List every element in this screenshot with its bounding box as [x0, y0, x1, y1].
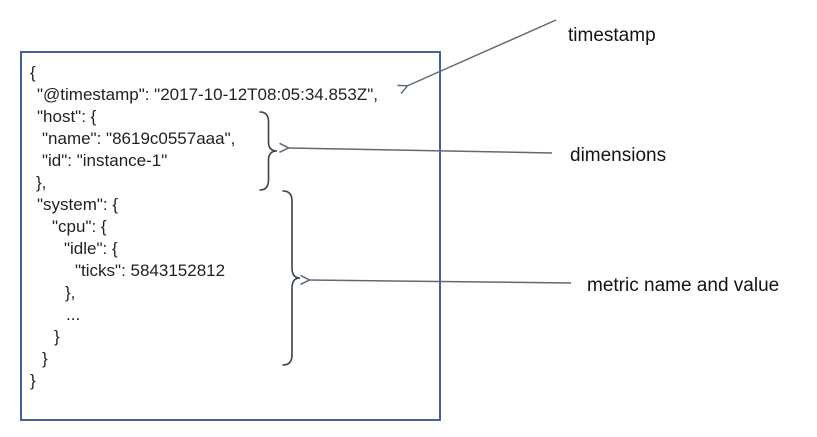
code-line: } [30, 371, 36, 390]
code-line: { [30, 63, 36, 82]
code-line: } [54, 327, 60, 346]
code-line: }, [36, 173, 47, 192]
code-line: "id": "instance-1" [42, 151, 168, 170]
json-document-box: {"@timestamp": "2017-10-12T08:05:34.853Z… [20, 51, 441, 421]
code-line: "name": "8619c0557aaa", [42, 129, 236, 148]
code-line: "cpu": { [52, 217, 107, 236]
timestamp-label: timestamp [568, 25, 656, 46]
code-line: "idle": { [64, 239, 118, 258]
code-line: "system": { [37, 195, 119, 214]
code-line: "host": { [37, 107, 97, 126]
json-code: {"@timestamp": "2017-10-12T08:05:34.853Z… [30, 62, 439, 392]
dimensions-label: dimensions [570, 145, 667, 166]
metric-name-and-value-label: metric name and value [587, 275, 780, 296]
code-line: } [42, 349, 48, 368]
code-line: "@timestamp": "2017-10-12T08:05:34.853Z"… [37, 85, 378, 104]
code-line: }, [65, 283, 76, 302]
code-line: "ticks": 5843152812 [75, 261, 226, 280]
code-line: ... [66, 305, 81, 324]
